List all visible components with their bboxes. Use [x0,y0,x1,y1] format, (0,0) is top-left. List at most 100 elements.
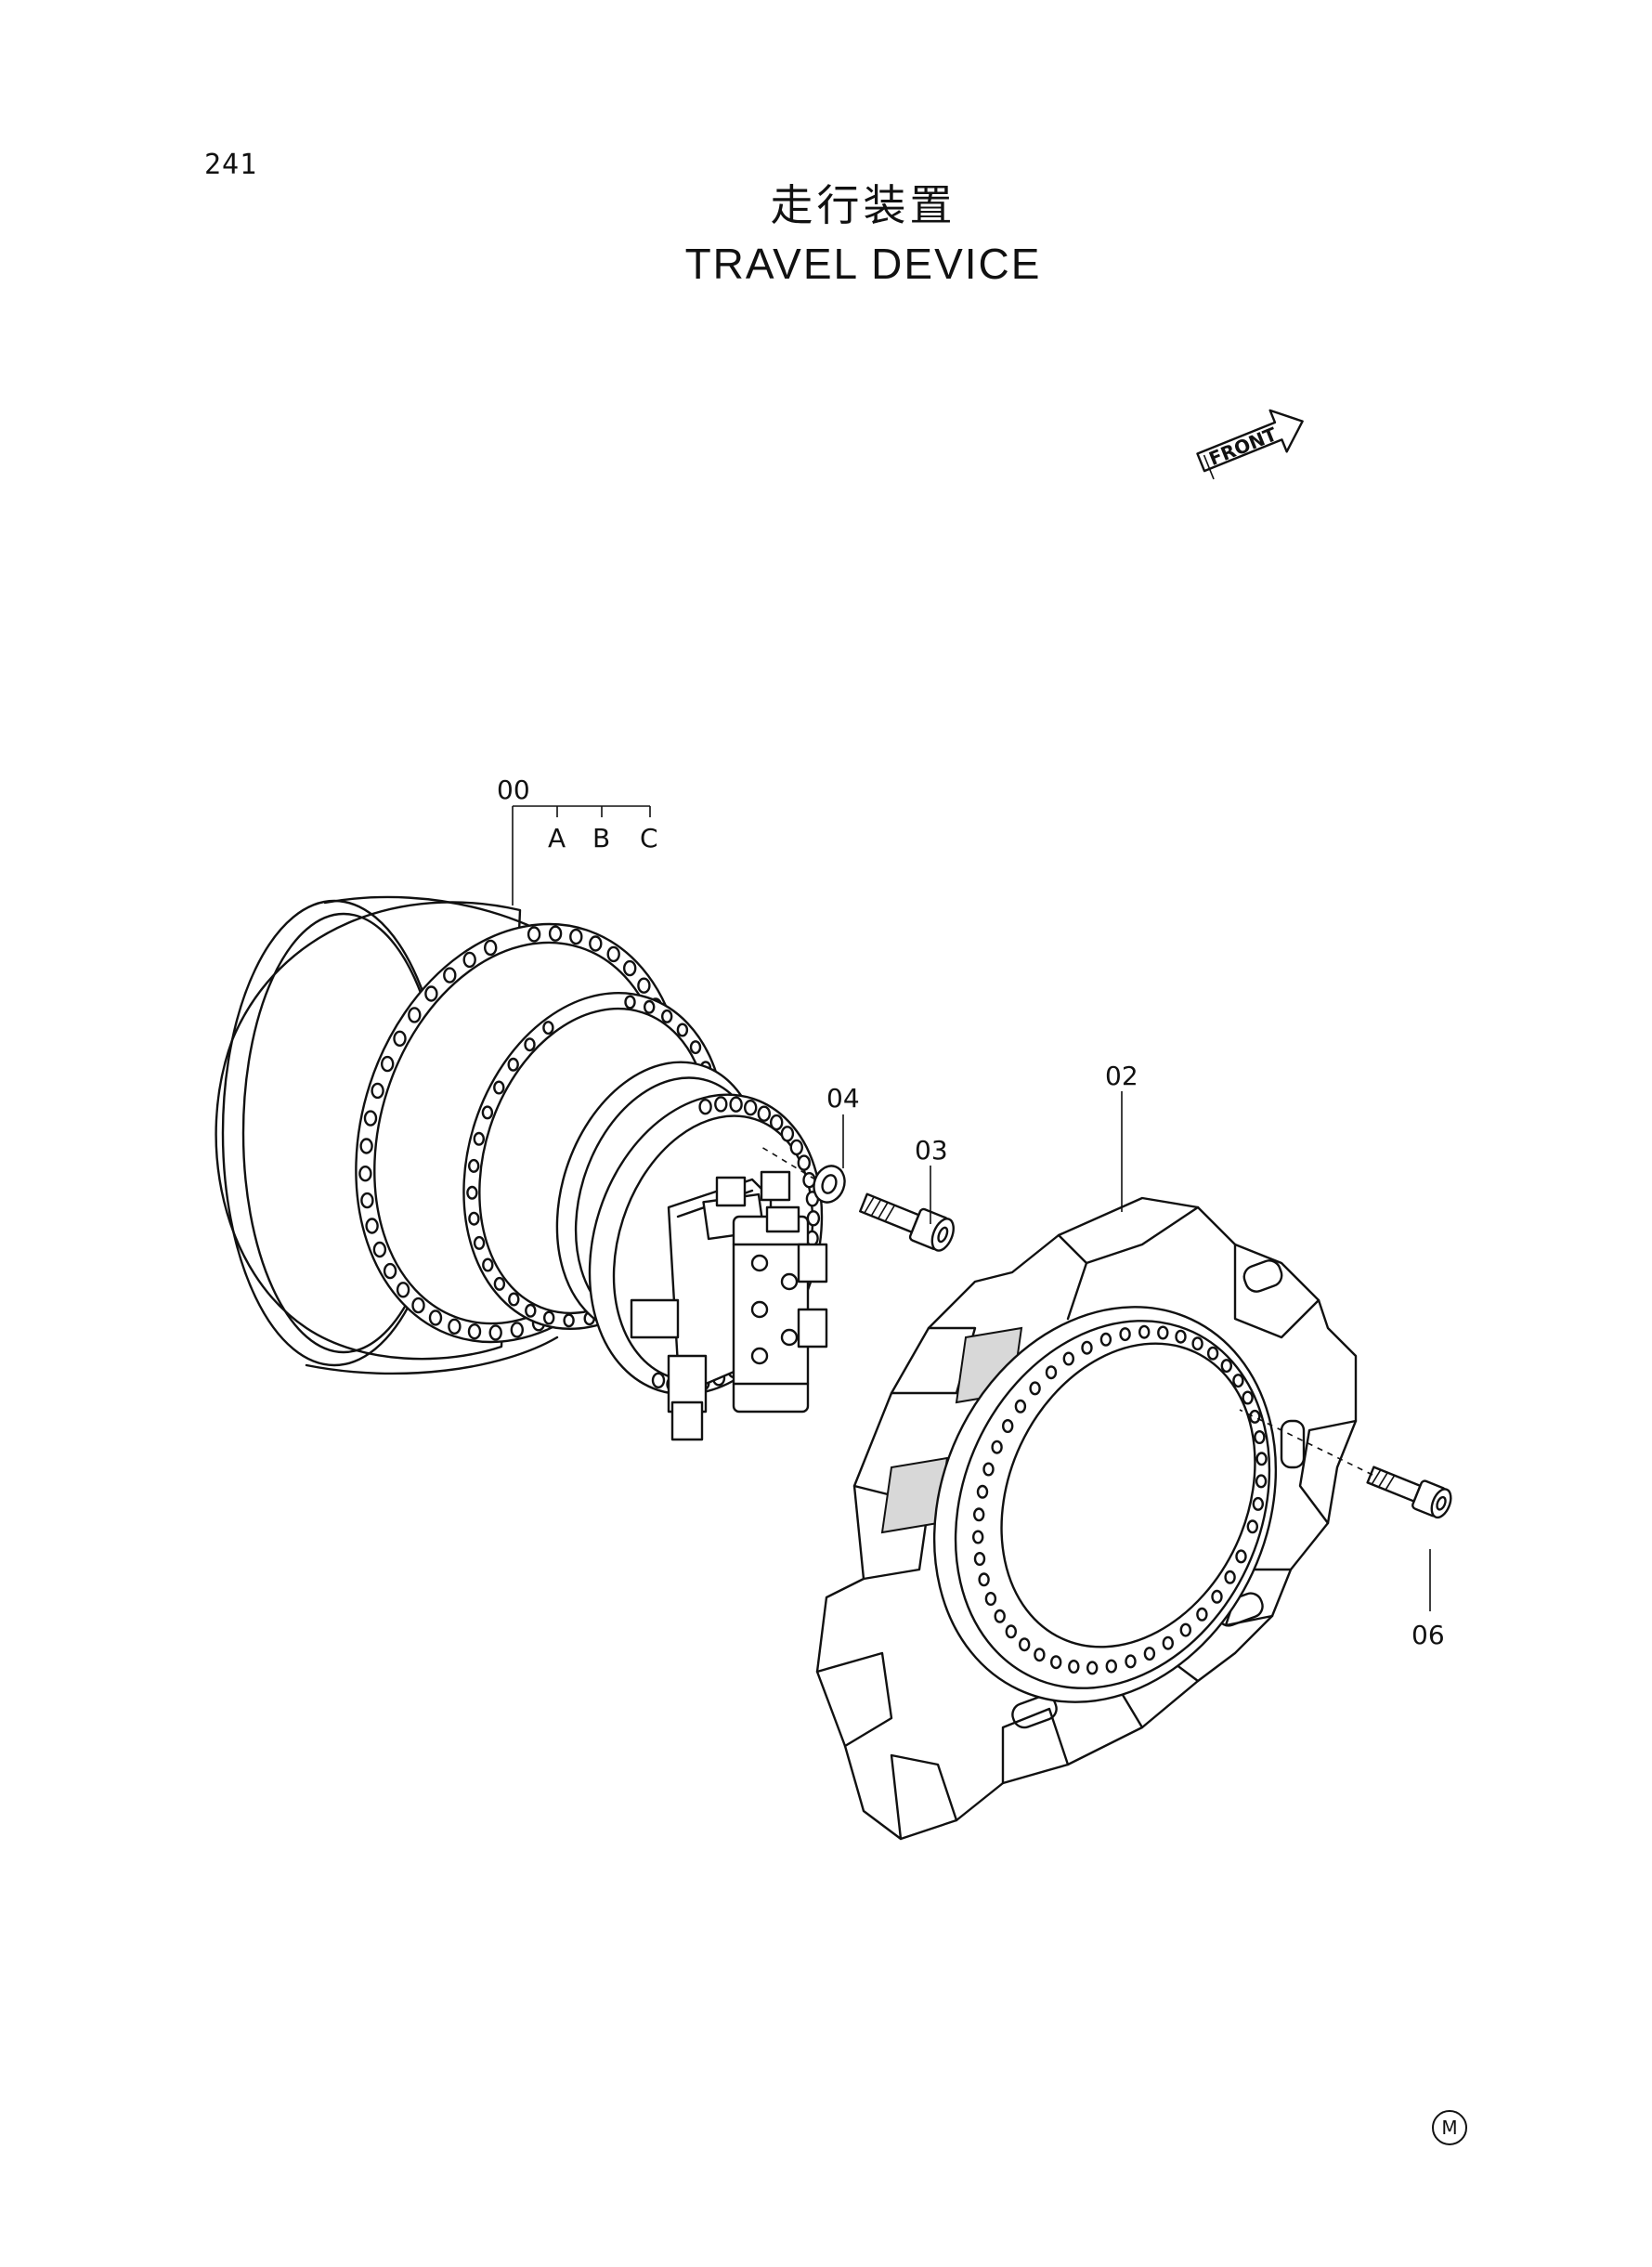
bolt-hole [488,1324,502,1341]
bolt-hole [527,926,541,943]
bolt-hole [1162,1635,1175,1650]
bolt-hole [363,1110,378,1127]
front-arrow-label: FRONT [1205,423,1280,470]
bolt-hole [473,1235,486,1250]
bolt-hole [624,995,636,1010]
bolt-hole [371,1082,384,1100]
bolt-hole [698,1098,712,1115]
bolt-hole [729,1096,743,1113]
bolt-hole [508,1292,520,1307]
title-block: 走行装置 TRAVEL DEVICE [0,172,1652,289]
bolt-hole [1220,1359,1233,1374]
bolt-hole [428,1309,443,1326]
bolt-hole [1175,1329,1187,1344]
bolt-hole [507,1057,519,1072]
bolt-hole [484,939,498,957]
bolt-hole [1081,1340,1093,1355]
bolt-hole [360,1192,374,1209]
bolt-hole [473,1131,485,1146]
bolt-hole [1125,1654,1137,1669]
callout-04: 04 [826,1083,860,1114]
bolt-hole [482,1257,494,1272]
page-number: 241 [204,149,258,181]
bolt-hole [543,1310,555,1325]
callout-02: 02 [1105,1061,1138,1091]
bolt-hole [1001,1418,1014,1433]
bolt-hole [381,1055,395,1073]
bolt-hole [1255,1474,1268,1489]
bolt-hole [797,1154,811,1171]
bolt-hole [443,967,457,984]
bolt-hole [780,1126,795,1142]
bolt-hole [493,1276,506,1291]
bolt-hole [1206,1346,1219,1361]
bolt-hole [1005,1624,1018,1639]
bolt-hole [1232,1374,1244,1388]
bolt-hole [1249,1409,1261,1424]
bolt-hole [973,1551,986,1566]
bolt-hole [462,951,476,969]
bolt-hole [1018,1637,1031,1652]
bolt-hole [994,1609,1006,1623]
bolt-hole [542,1021,554,1036]
bolt-hole [448,1318,462,1335]
bolt-hole [466,1185,478,1200]
bolt-hole [1255,1452,1268,1466]
marking-symbol: M [1432,2110,1467,2145]
bolt-hole [1191,1336,1203,1351]
bolt-hole [1252,1496,1265,1511]
bolt-hole [372,1241,387,1258]
bolt-hole [424,985,438,1002]
bolt-hole [563,1313,575,1328]
bolt-hole [1235,1549,1247,1564]
bolt-hole [359,1138,373,1154]
bolt-hole [569,928,583,945]
bolt-hole [411,1296,425,1314]
bolt-hole [481,1105,494,1120]
bolt-hole [548,925,563,942]
bolt-hole [468,1211,480,1226]
callout-b: B [592,823,610,853]
bolt-hole [1246,1519,1259,1534]
bolt-hole [1224,1570,1236,1584]
bolt-hole [1034,1648,1046,1662]
bolt-hole [1029,1381,1041,1396]
bolt-hole [510,1322,524,1338]
travel-motor-assembly [215,895,828,1441]
bolt-hole [757,1105,771,1122]
bolt-hole [606,945,620,963]
bolt [859,1192,955,1252]
bolt-hole [1086,1661,1099,1675]
callout-a: A [548,823,566,853]
title-japanese: 走行装置 [770,180,956,230]
callout-c: C [640,823,658,853]
bolt-hole [1254,1429,1266,1444]
sprocket-bolt-holes [971,1324,1268,1675]
bolt-hole [789,1139,803,1156]
bolt-hole [689,1040,702,1055]
bolt-hole [408,1007,422,1023]
bolt-hole [1099,1332,1112,1347]
bolt-hole [1105,1659,1118,1674]
bolt-hole [661,1009,673,1023]
bolt-hole [806,1210,821,1227]
bolt-hole [1119,1327,1131,1342]
bolt-hole [396,1282,410,1298]
bolt-hole [770,1114,784,1131]
bolt-hole [623,959,637,977]
sprocket [815,1196,1358,1841]
leader-lines [512,805,1431,1611]
bolt-hole [1049,1655,1062,1670]
bolt-hole [1179,1622,1192,1637]
bolt-hole [1242,1390,1254,1405]
title-english: TRAVEL DEVICE [684,240,1042,288]
bolt-hole [468,1158,480,1173]
bolt-hole [978,1572,990,1587]
bolt-hole [1068,1659,1080,1674]
bolt-hole [976,1484,989,1499]
bolt-hole [714,1096,728,1113]
bolt-hole [589,935,603,952]
sprocket-bolt [1366,1466,1452,1519]
bolt-hole [971,1530,984,1544]
